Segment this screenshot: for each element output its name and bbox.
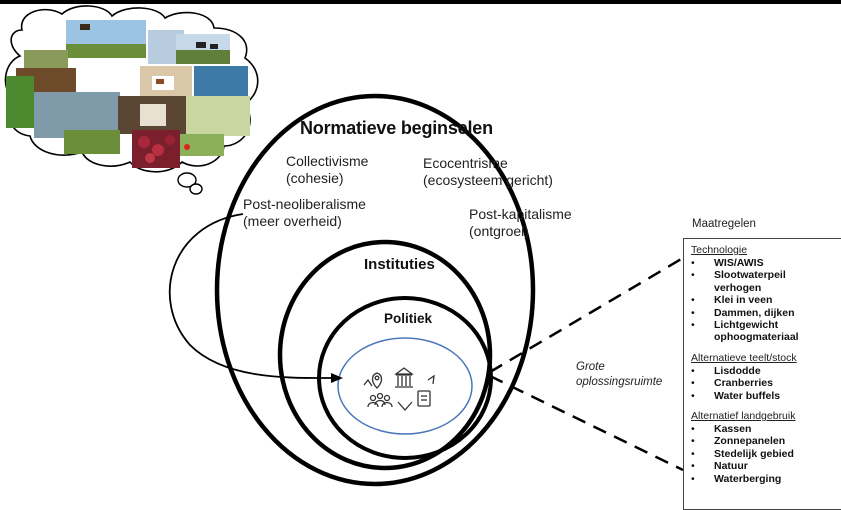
- photo-crops: [186, 96, 250, 136]
- photo-reeds: [6, 76, 34, 128]
- influence-arrow: [168, 213, 334, 379]
- measure-item: Zonnepanelen: [691, 435, 841, 448]
- category-alternative-land-use-list: Kassen Zonnepanelen Stedelijk gebied Nat…: [691, 423, 841, 485]
- measure-item: Lisdodde: [691, 365, 841, 378]
- map-pin-icon: [371, 372, 383, 389]
- normative-principles-title: Normatieve beginselen: [300, 118, 493, 138]
- cloud-bubble-large: [177, 172, 197, 188]
- category-alternative-crops-title: Alternatieve teelt/stock: [691, 351, 797, 364]
- value-post-capitalism-name: Post-kapitalisme: [469, 206, 572, 222]
- politics-title: Politiek: [384, 311, 433, 326]
- clipboard-icon: [417, 390, 431, 407]
- government-building-icon: [394, 367, 414, 388]
- value-collectivism-name: Collectivisme: [286, 153, 369, 169]
- measure-item: Kassen: [691, 423, 841, 436]
- measure-item: Natuur: [691, 460, 841, 473]
- value-post-capitalism: Post-kapitalisme (ontgroei): [469, 206, 572, 240]
- measure-item: Waterberging: [691, 473, 841, 486]
- cycle-arrows-icon: [363, 374, 435, 411]
- normative-principles-circle: [214, 93, 536, 487]
- value-post-neoliberalism-note: (meer overheid): [243, 213, 342, 229]
- top-border: [0, 0, 841, 4]
- solution-space-label-line1: Grote: [576, 361, 605, 373]
- arrow-head: [331, 373, 343, 383]
- value-post-neoliberalism-name: Post-neoliberalisme: [243, 196, 366, 212]
- measures-panel: Technologie WIS/AWIS Slootwaterpeil verh…: [683, 238, 841, 510]
- solution-space-label: Grote oplossingsruimte: [576, 360, 662, 390]
- measure-item: WIS/AWIS: [691, 257, 841, 270]
- category-alternative-crops-list: Lisdodde Cranberries Water buffels: [691, 365, 841, 403]
- cloud-bubble-small: [189, 183, 203, 195]
- category-technology-title: Technologie: [691, 244, 748, 256]
- measure-item: Klei in veen: [691, 294, 841, 307]
- photo-collage: [6, 20, 250, 168]
- measure-item: Lichtgewicht ophoogmateriaal: [691, 319, 824, 344]
- category-alternative-land-use-title: Alternatief landgebruik: [691, 410, 796, 423]
- measure-item: Cranberries: [691, 377, 841, 390]
- measures-header: Maatregelen: [692, 218, 756, 230]
- institutions-title: Instituties: [364, 256, 435, 273]
- category-technology-list: WIS/AWIS Slootwaterpeil verhogen Klei in…: [691, 257, 841, 344]
- zoom-line-bottom: [489, 374, 684, 472]
- institutions-circle: [277, 239, 493, 471]
- photo-pasture: [176, 50, 230, 64]
- policy-icons: [363, 367, 435, 411]
- people-icon: [367, 392, 393, 408]
- measure-item: Dammen, dijken: [691, 307, 841, 320]
- photo-field-bottom: [180, 134, 224, 156]
- value-ecocentrism-note: (ecosysteem gericht): [423, 172, 553, 188]
- photo-grass: [64, 130, 120, 154]
- solution-space-ellipse: [337, 337, 473, 435]
- value-ecocentrism-name: Ecocentrisme: [423, 155, 508, 171]
- value-post-capitalism-note: (ontgroei): [469, 223, 529, 239]
- value-collectivism-note: (cohesie): [286, 170, 344, 186]
- photo-window: [140, 104, 166, 126]
- value-ecocentrism: Ecocentrisme (ecosysteem gericht): [423, 155, 553, 189]
- measure-item: Stedelijk gebied: [691, 448, 841, 461]
- value-post-neoliberalism: Post-neoliberalisme (meer overheid): [243, 196, 366, 230]
- value-collectivism: Collectivisme (cohesie): [286, 153, 368, 187]
- photo-meadow: [66, 44, 146, 58]
- zoom-line-top: [489, 256, 684, 374]
- measure-item: Water buffels: [691, 390, 841, 403]
- measure-item: Slootwaterpeil verhogen: [691, 269, 794, 294]
- solution-space-label-line2: oplossingsruimte: [576, 376, 663, 388]
